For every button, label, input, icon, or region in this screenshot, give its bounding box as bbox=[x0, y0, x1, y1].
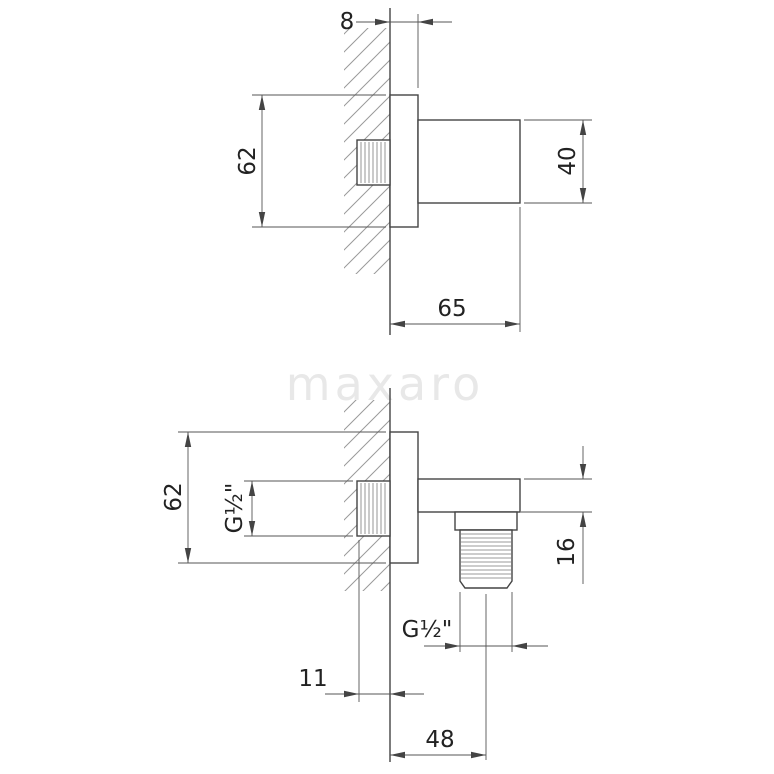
dim-label-g12-inlet: G½" bbox=[222, 483, 248, 534]
dim-label-62-top: 62 bbox=[235, 146, 261, 175]
dim-label-62-bottom: 62 bbox=[161, 482, 187, 511]
body-outline-bottom bbox=[417, 478, 521, 513]
outlet-collar bbox=[454, 511, 518, 531]
dimension-diameter: 40 bbox=[524, 119, 592, 204]
inlet-nipple-top bbox=[356, 139, 391, 186]
top-view: 8 62 40 65 bbox=[235, 8, 592, 335]
dim-label-16: 16 bbox=[554, 537, 580, 566]
dimension-height-top: 62 bbox=[235, 94, 386, 228]
dimension-length: 65 bbox=[390, 207, 521, 332]
dim-label-40: 40 bbox=[555, 146, 581, 175]
dim-label-11: 11 bbox=[298, 666, 327, 692]
flange-outline-bottom bbox=[389, 431, 419, 564]
dimension-height-bottom: 62 bbox=[161, 431, 386, 564]
flange-outline-top bbox=[389, 94, 419, 228]
dim-label-g12-outlet: G½" bbox=[402, 617, 453, 643]
bottom-view: 62 G½" 16 G½" bbox=[161, 388, 592, 762]
outlet-thread-outline bbox=[459, 529, 513, 589]
outlet-thread-lines bbox=[460, 533, 512, 579]
inlet-thread-lines-top bbox=[360, 142, 386, 183]
dim-label-65: 65 bbox=[437, 296, 466, 322]
dimension-flange-offset: 8 bbox=[340, 9, 452, 88]
dimension-outlet-drop: 16 bbox=[521, 446, 592, 584]
dimension-outlet-thread: G½" bbox=[402, 592, 548, 652]
inlet-thread-lines-bottom bbox=[360, 483, 386, 534]
dim-label-8: 8 bbox=[340, 9, 355, 35]
dimension-outlet-distance: 48 bbox=[390, 594, 487, 760]
dimension-inlet-thread: G½" bbox=[222, 480, 353, 537]
dimension-wall-offset: 11 bbox=[298, 540, 424, 702]
dim-label-48: 48 bbox=[425, 727, 454, 753]
inlet-nipple-bottom bbox=[356, 480, 391, 537]
body-outline-top bbox=[417, 119, 521, 204]
